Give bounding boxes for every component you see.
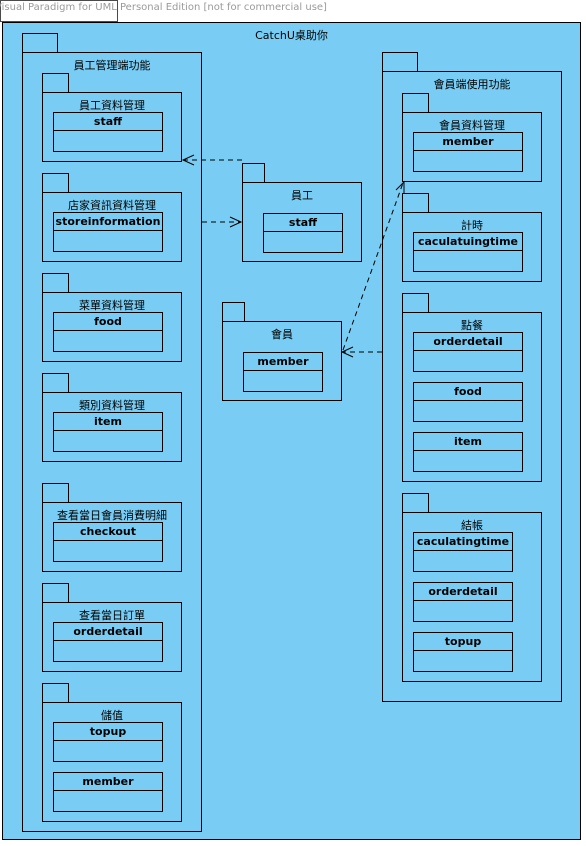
watermark-box: Visual Paradigm for UML Personal Edition… [0,0,327,22]
admin-sub-store[interactable]: 店家資訊資料管理 storeinformation [42,192,182,262]
class-orderdetail[interactable]: orderdetail [413,332,523,372]
arrow-head [229,216,243,228]
class-member[interactable]: member [243,352,323,392]
app-sub-checkout-title: 結帳 [461,519,483,532]
app-sub-timer[interactable]: 計時 caculatuingtime [402,212,542,282]
class-caculatuingtime[interactable]: caculatuingtime [413,232,523,272]
class-orderdetail[interactable]: orderdetail [53,622,163,662]
app-sub-member[interactable]: 會員資料管理 member [402,112,542,182]
class-item[interactable]: item [413,432,523,472]
admin-sub-topup[interactable]: 儲值 topup member [42,702,182,822]
class-name: member [244,355,322,371]
app-sub-checkout[interactable]: 結帳 caculatingtime orderdetail topup [402,512,542,682]
member-app-package-title: 會員端使用功能 [433,78,511,91]
class-name: member [414,135,522,151]
class-caculatingtime[interactable]: caculatingtime [413,532,513,572]
app-sub-order-title: 點餐 [461,319,483,332]
class-item[interactable]: item [53,412,163,452]
system-package-title: CatchU桌助你 [255,29,328,42]
class-name: item [54,415,162,431]
class-name: staff [264,216,342,232]
class-name: topup [414,635,512,651]
class-food[interactable]: food [53,312,163,352]
class-food[interactable]: food [413,382,523,422]
staff-package[interactable]: 員工 staff [242,182,362,262]
watermark-text: Visual Paradigm for UML Personal Edition… [0,2,327,13]
class-name: orderdetail [414,585,512,601]
class-name: food [414,385,522,401]
class-member[interactable]: member [53,772,163,812]
class-name: orderdetail [54,625,162,641]
admin-sub-checkout[interactable]: 查看當日會員消費明細 checkout [42,502,182,572]
class-name: orderdetail [414,335,522,351]
class-name: topup [54,725,162,741]
class-name: checkout [54,525,162,541]
dependency-line [342,182,404,351]
staff-package-title: 員工 [291,189,313,202]
class-storeinformation[interactable]: storeinformation [53,212,163,252]
class-name: staff [54,115,162,131]
app-sub-timer-title: 計時 [461,219,483,232]
class-staff[interactable]: staff [263,213,343,253]
arrow-head [395,180,405,193]
admin-sub-menu-title: 菜單資料管理 [79,299,145,312]
class-name: caculatingtime [414,535,512,551]
class-name: member [54,775,162,791]
class-checkout[interactable]: checkout [53,522,163,562]
app-sub-member-title: 會員資料管理 [439,119,505,132]
admin-sub-topup-title: 儲值 [101,709,123,722]
member-package-title: 會員 [271,328,293,341]
arrow-head [181,154,195,166]
admin-sub-category-title: 類別資料管理 [79,399,145,412]
class-member[interactable]: member [413,132,523,172]
admin-sub-employee[interactable]: 員工資料管理 staff [42,92,182,162]
class-name: item [414,435,522,451]
class-name: food [54,315,162,331]
admin-sub-category[interactable]: 類別資料管理 item [42,392,182,462]
class-orderdetail[interactable]: orderdetail [413,582,513,622]
class-staff[interactable]: staff [53,112,163,152]
admin-sub-orders-title: 查看當日訂單 [79,609,145,622]
app-sub-order[interactable]: 點餐 orderdetail food item [402,312,542,482]
admin-sub-checkout-title: 查看當日會員消費明細 [57,509,167,522]
arrow-head [340,346,354,358]
class-topup[interactable]: topup [413,632,513,672]
class-name: caculatuingtime [414,235,522,251]
class-name: storeinformation [54,215,162,231]
class-topup[interactable]: topup [53,722,163,762]
admin-sub-employee-title: 員工資料管理 [79,99,145,112]
admin-package-title: 員工管理端功能 [73,59,151,72]
admin-sub-menu[interactable]: 菜單資料管理 food [42,292,182,362]
admin-sub-orders[interactable]: 查看當日訂單 orderdetail [42,602,182,672]
member-package[interactable]: 會員 member [222,321,342,401]
admin-sub-store-title: 店家資訊資料管理 [68,199,156,212]
